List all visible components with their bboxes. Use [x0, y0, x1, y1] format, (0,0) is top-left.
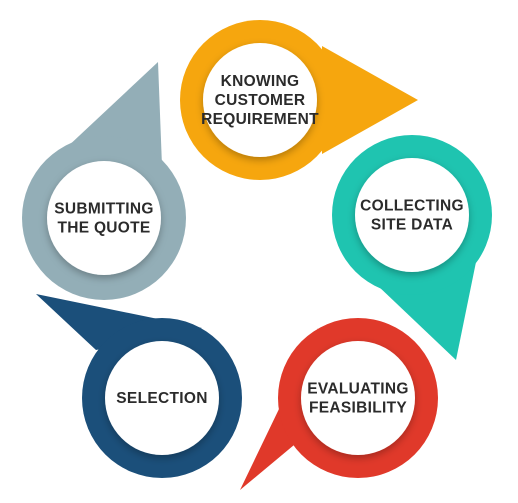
step-label-line: EVALUATING — [307, 381, 408, 398]
step-label-line: SITE DATA — [371, 217, 453, 234]
step-label-line: THE QUOTE — [57, 220, 150, 237]
step-label-line: REQUIREMENT — [201, 111, 319, 128]
step-inner-disc — [105, 341, 219, 455]
step-inner-disc — [203, 43, 317, 157]
cycle-step-2: COLLECTING SITE DATA — [332, 135, 492, 360]
step-pointer-tail — [322, 46, 418, 154]
step-inner-disc — [355, 158, 469, 272]
step-label-line: CUSTOMER — [215, 92, 306, 109]
cycle-step-5: SUBMITTING THE QUOTE — [22, 62, 186, 300]
cycle-step-4: SELECTION — [36, 294, 242, 478]
step-label-line: COLLECTING — [360, 198, 464, 215]
cycle-step-1: KNOWING CUSTOMER REQUIREMENT — [180, 20, 418, 180]
step-inner-disc — [47, 161, 161, 275]
step-label-line: SUBMITTING — [54, 201, 153, 218]
step-label-line: SELECTION — [116, 390, 207, 407]
step-label-line: FEASIBILITY — [309, 400, 407, 417]
cycle-step-3: EVALUATING FEASIBILITY — [240, 318, 438, 490]
steps-layer: SUBMITTING THE QUOTE SELECTION EVALUATING FE… — [22, 20, 492, 490]
step-label-line: KNOWING — [221, 73, 300, 90]
step-inner-disc — [301, 341, 415, 455]
